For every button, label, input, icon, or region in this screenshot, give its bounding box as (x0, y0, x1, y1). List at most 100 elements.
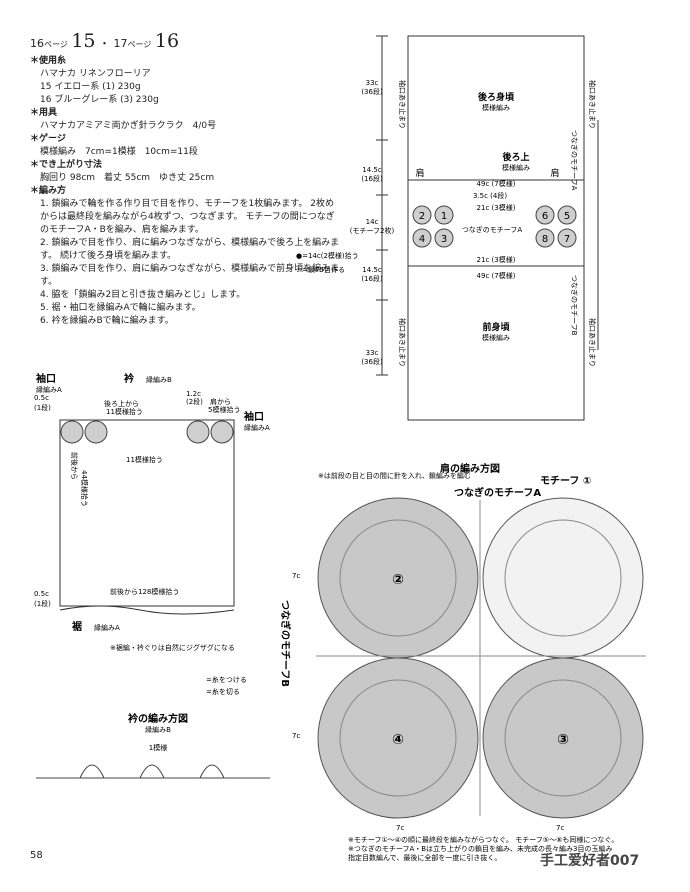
collar-chart-title: 衿の編み方図 (128, 712, 188, 725)
motif-1-flower (482, 497, 644, 659)
hem-label: 裾 (72, 620, 82, 633)
note-chain: ☆=鎖75目作る (296, 265, 345, 274)
svg-text:5模様拾う: 5模様拾う (208, 405, 240, 414)
svg-text:33c: 33c (366, 79, 379, 87)
svg-text:つなぎのモチーフB: つなぎのモチーフB (570, 275, 579, 336)
svg-text:模様編み: 模様編み (482, 103, 510, 112)
svg-text:11模様拾う: 11模様拾う (126, 455, 163, 464)
svg-text:袖口あき止まり: 袖口あき止まり (588, 80, 597, 129)
motif-4-flower (317, 657, 479, 819)
motif-num-1: 1 (441, 211, 447, 222)
svg-text:縁編みB: 縁編みB (145, 725, 171, 734)
step-1: 1. 鎖編みで輪を作る作り目で目を作り、モチーフを1枚編みます。 2枚めからは最… (40, 199, 335, 235)
svg-text:21c (3模様): 21c (3模様) (477, 203, 516, 212)
svg-text:14c: 14c (366, 218, 379, 226)
svg-text:前後から: 前後から (70, 452, 79, 480)
motif-num-7: 7 (564, 234, 570, 245)
shoulder-left: 肩 (415, 167, 424, 179)
svg-text:(36段): (36段) (361, 87, 383, 96)
svg-text:(モチーフ2枚): (モチーフ2枚) (350, 226, 395, 235)
motif-num-2: 2 (419, 211, 425, 222)
motif-1-label: モチーフ ① (540, 475, 591, 487)
svg-text:縁編みB: 縁編みB (146, 375, 172, 384)
svg-text:21c (3模様): 21c (3模様) (477, 255, 516, 264)
instructions: ＊使用糸 ハマナカ リネンフローリア 15 イエロー系 (1) 230g 16 … (30, 56, 340, 326)
motif-1 (434, 205, 454, 225)
step-5: 5. 裾・袖口を縁編みAで輪に編みます。 (40, 303, 201, 313)
svg-text:袖口あき止まり: 袖口あき止まり (398, 80, 407, 129)
motif-3-number: ③ (557, 732, 569, 748)
motif-6 (535, 205, 555, 225)
motif-5 (557, 205, 577, 225)
motif-2 (412, 205, 432, 225)
motif-3-flower (482, 657, 644, 819)
page-header: 16ページ 15 ・ 17ページ 16 (30, 30, 180, 52)
motif-num-6: 6 (542, 211, 548, 222)
svg-text:(1段): (1段) (34, 403, 51, 412)
svg-text:1.2c: 1.2c (186, 390, 201, 398)
shoulder-right: 肩 (550, 167, 559, 179)
step-2: 2. 鎖編みで目を作り、肩に編みつなぎながら、模様編みで後ろ上を編みます。 続け… (40, 238, 340, 261)
svg-text:前後から128模様拾う: 前後から128模様拾う (110, 587, 179, 596)
svg-text:7c: 7c (396, 824, 404, 832)
svg-text:11模様拾う: 11模様拾う (106, 407, 143, 416)
chart-foot-1: ※モチーフ①～④の順に最終段を編みながらつなぐ。 モチーフ⑤～⑧も同様につなぐ。 (348, 835, 618, 844)
svg-text:つなぎのモチーフA: つなぎのモチーフA (462, 225, 523, 234)
svg-text:7c: 7c (292, 732, 300, 740)
body-outline (407, 35, 585, 421)
watermark: 手工爱好者007 (540, 853, 640, 869)
svg-text:袖口: 袖口 (243, 410, 264, 423)
cuff-label: 袖口 (35, 372, 56, 385)
svg-text:14.5c: 14.5c (362, 266, 382, 274)
pattern-number-15: 15 (71, 30, 96, 52)
step-4: 4. 脇を「鎖編み2目と引き抜き編みとじ」します。 (40, 290, 246, 300)
note-pickup: ●=14c(2模様)拾う (296, 251, 359, 260)
motif-num-5: 5 (564, 211, 570, 222)
svg-text:(2段): (2段) (186, 397, 203, 406)
svg-text:袖口あき止まり: 袖口あき止まり (398, 318, 407, 367)
svg-text:(16段): (16段) (361, 174, 383, 183)
svg-text:袖口あき止まり: 袖口あき止まり (588, 318, 597, 367)
svg-text:33c: 33c (366, 349, 379, 357)
svg-text:縁編みA: 縁編みA (94, 623, 120, 632)
svg-text:0.5c: 0.5c (34, 394, 49, 402)
motif-num-4: 4 (419, 234, 425, 245)
page-number: 58 (30, 850, 43, 861)
svg-text:肩から: 肩から (210, 397, 231, 406)
svg-text:縁編みA: 縁編みA (36, 385, 62, 394)
motif-num-3: 3 (441, 234, 447, 245)
chart-foot-2: ※つなぎのモチーフA・Bは立ち上がりの鎖目を編み、未完成の長々編み3目の玉編み (348, 844, 613, 853)
hem-note: ※裾編・衿ぐりは自然にジグザグになる (110, 643, 235, 652)
sleeve-body-outline (59, 419, 235, 607)
svg-text:(1段): (1段) (34, 599, 51, 608)
motif-num-8: 8 (542, 234, 548, 245)
motif-b-label: つなぎのモチーフB (279, 600, 292, 687)
step-6: 6. 衿を縁編みBで輪に編みます。 (40, 316, 174, 326)
svg-text:7c: 7c (556, 824, 564, 832)
svg-text:7c: 7c (292, 572, 300, 580)
svg-text:模様編み: 模様編み (482, 333, 510, 342)
motif-4-number: ④ (392, 732, 404, 748)
back-body-label: 後ろ身頃 (478, 91, 515, 103)
back-upper-label: 後ろ上 (502, 151, 529, 163)
motif-4 (412, 228, 432, 248)
svg-text:14.5c: 14.5c (362, 166, 382, 174)
svg-text:(16段): (16段) (361, 274, 383, 283)
motif-2-number: ② (392, 572, 404, 588)
chart-foot-3: 指定目数編んで、最後に全部を一度に引き抜く。 (348, 853, 501, 862)
step-3: 3. 鎖編みで目を作り、肩に編みつなぎながら、模様編みで前身頃を編みます。 (40, 264, 340, 287)
motif-8 (535, 228, 555, 248)
svg-text:=糸をつける: =糸をつける (206, 675, 247, 684)
pattern-number-16: 16 (154, 30, 180, 52)
svg-text:つなぎのモチーフA: つなぎのモチーフA (570, 130, 579, 191)
svg-text:49c (7模様): 49c (7模様) (477, 271, 516, 280)
motif-a-label: つなぎのモチーフA (454, 486, 541, 499)
svg-text:後ろ上から: 後ろ上から (104, 399, 139, 408)
front-body-label: 前身頃 (482, 321, 510, 333)
chart-note-top: ※は前段の目と目の間に針を入れ、鎖編みを編む (318, 471, 471, 480)
collar-label: 衿 (124, 372, 134, 385)
